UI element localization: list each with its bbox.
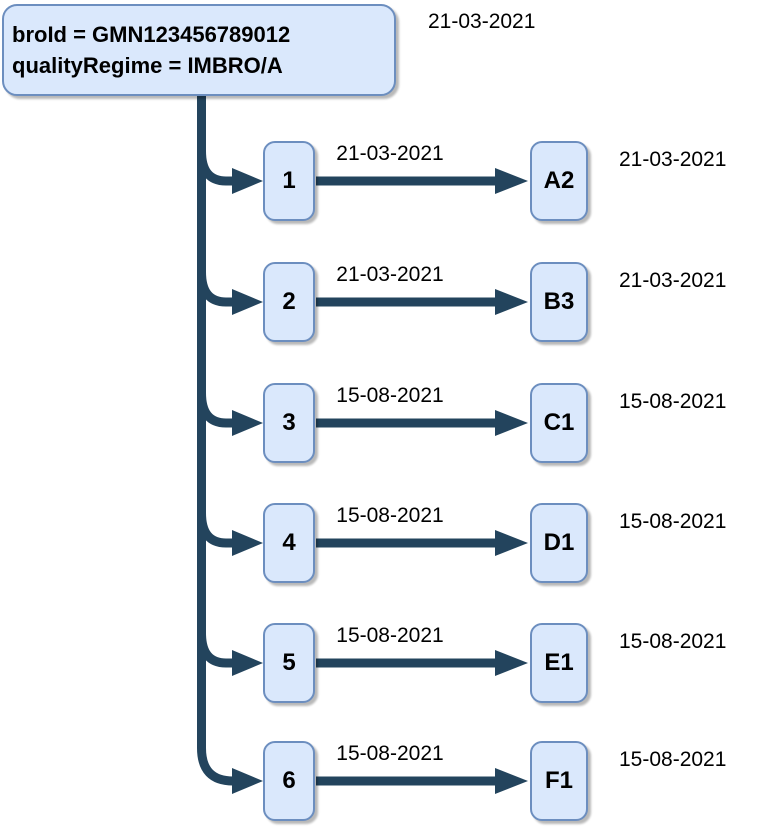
edge-date-label: 21-03-2021 [336, 263, 444, 286]
generation-row-3: 3 15-08-2021 C1 15-08-2021 [0, 383, 762, 463]
branch-arrowhead-icon [232, 168, 263, 194]
event-node: 3 [263, 383, 315, 463]
version-date-label: 15-08-2021 [619, 630, 727, 653]
branch-arrowhead-icon [232, 410, 263, 436]
branch-line-5 [197, 632, 233, 668]
version-date-label: 15-08-2021 [619, 510, 727, 533]
event-node: 2 [263, 262, 315, 342]
version-date-label: 15-08-2021 [619, 748, 727, 771]
branch-arrowhead-icon [232, 650, 263, 676]
version-date-label: 15-08-2021 [619, 390, 727, 413]
version-node: A2 [530, 141, 588, 221]
version-node: D1 [530, 503, 588, 583]
version-node: C1 [530, 383, 588, 463]
branch-line-1 [197, 150, 233, 186]
edge-arrowhead-icon [495, 768, 528, 794]
generation-row-2: 2 21-03-2021 B3 21-03-2021 [0, 262, 762, 342]
generation-row-6: 6 15-08-2021 F1 15-08-2021 [0, 741, 762, 821]
root-date-label: 21-03-2021 [428, 10, 536, 33]
generation-row-5: 5 15-08-2021 E1 15-08-2021 [0, 623, 762, 703]
edge-date-label: 15-08-2021 [336, 742, 444, 765]
edge-arrowhead-icon [495, 289, 528, 315]
edge-arrowhead-icon [495, 168, 528, 194]
version-node: B3 [530, 262, 588, 342]
branch-arrowhead-icon [232, 768, 263, 794]
root-broid-label: broId = GMN123456789012 [12, 22, 291, 47]
event-node: 1 [263, 141, 315, 221]
edge-arrowhead-icon [495, 410, 528, 436]
edge-date-label: 15-08-2021 [336, 624, 444, 647]
branch-line-3 [197, 392, 233, 428]
root-quality-regime-label: qualityRegime = IMBRO/A [12, 53, 283, 78]
branch-line-2 [197, 271, 233, 307]
event-node: 4 [263, 503, 315, 583]
branch-arrowhead-icon [232, 530, 263, 556]
version-date-label: 21-03-2021 [619, 269, 727, 292]
edge-arrowhead-icon [495, 530, 528, 556]
event-node: 6 [263, 741, 315, 821]
branch-arrowhead-icon [232, 289, 263, 315]
generation-row-4: 4 15-08-2021 D1 15-08-2021 [0, 503, 762, 583]
edge-date-label: 15-08-2021 [336, 504, 444, 527]
version-date-label: 21-03-2021 [619, 148, 727, 171]
root-node: broId = GMN123456789012 qualityRegime = … [2, 4, 396, 96]
branch-line-4 [197, 512, 233, 548]
event-node: 5 [263, 623, 315, 703]
version-node: E1 [530, 623, 588, 703]
edge-date-label: 21-03-2021 [336, 142, 444, 165]
edge-date-label: 15-08-2021 [336, 384, 444, 407]
generation-row-1: 1 21-03-2021 A2 21-03-2021 [0, 141, 762, 221]
version-node: F1 [530, 741, 588, 821]
edge-arrowhead-icon [495, 650, 528, 676]
